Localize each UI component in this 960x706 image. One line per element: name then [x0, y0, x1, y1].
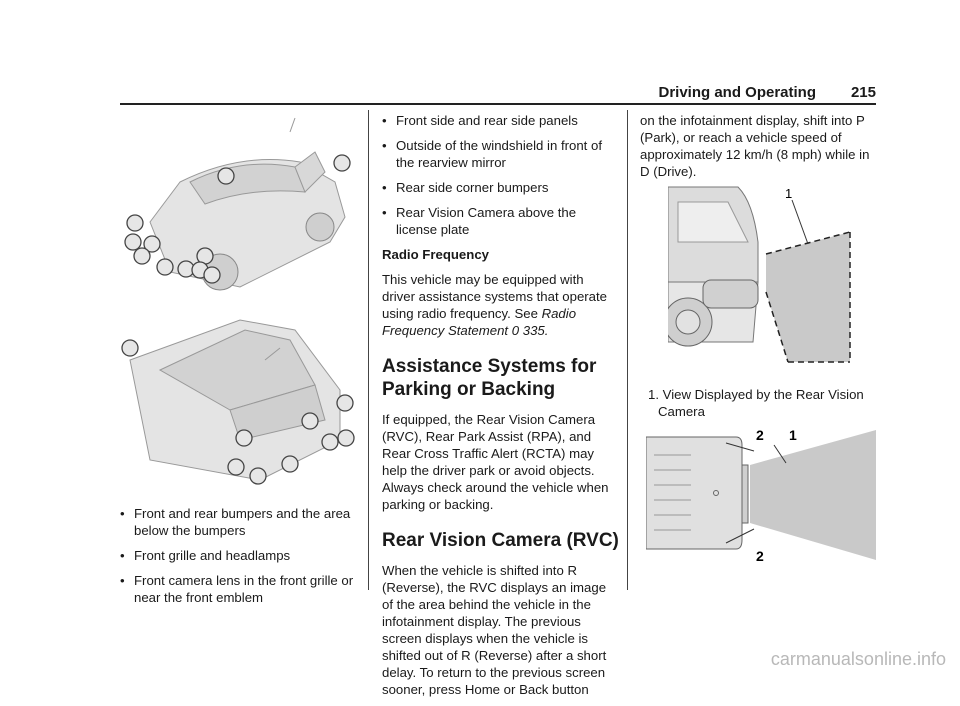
- assistance-paragraph: If equipped, the Rear Vision Camera (RVC…: [382, 412, 609, 512]
- figure-caption: 1. View Displayed by the Rear Vision Cam…: [648, 387, 864, 419]
- sensor-marker: [235, 429, 253, 447]
- column-divider-right: [627, 110, 628, 590]
- vehicle-front-illustration: [124, 117, 351, 291]
- watermark: carmanualsonline.info: [770, 649, 946, 669]
- subheading-radio-frequency: Radio Frequency: [382, 247, 489, 262]
- middle-column-text: •Front side and rear side panels •Outsid…: [382, 112, 620, 706]
- list-item: •Front camera lens in the front grille o…: [120, 573, 354, 605]
- rvc-continued-paragraph: on the infotainment display, shift into …: [640, 113, 870, 179]
- sensor-marker: [301, 412, 319, 430]
- rvc-paragraph: When the vehicle is shifted into R (Reve…: [382, 563, 607, 697]
- sensor-marker: [321, 433, 339, 451]
- sensor-marker: [203, 266, 221, 284]
- sensor-marker: [217, 167, 235, 185]
- list-item: •Outside of the windshield in front of t…: [382, 138, 602, 170]
- list-item: •Rear Vision Camera above the license pl…: [382, 205, 577, 237]
- camera-coverage-top-view-diagram: 2 1 2: [646, 427, 876, 564]
- cross-reference-link[interactable]: Radio Frequency Statement: [382, 306, 577, 338]
- list-item: •Front side and rear side panels: [382, 113, 578, 128]
- left-column-text: •Front and rear bumpers and the area bel…: [120, 505, 360, 614]
- list-item: •Front and rear bumpers and the area bel…: [120, 506, 351, 538]
- rear-camera-view-diagram: 1: [668, 182, 873, 367]
- sensor-marker: [281, 455, 299, 473]
- sensor-marker: [336, 394, 354, 412]
- sensor-marker: [133, 247, 151, 265]
- page-reference: 0 335.: [511, 323, 549, 338]
- radio-frequency-paragraph: This vehicle may be equipped with driver…: [382, 272, 608, 338]
- diagram-label: 1: [785, 186, 792, 201]
- vehicle-rear-illustration: [121, 319, 355, 485]
- heading-rear-vision-camera: Rear Vision Camera (RVC): [382, 530, 619, 551]
- sensor-marker: [121, 339, 139, 357]
- diagram-label: 2: [756, 548, 764, 564]
- sensor-marker: [156, 258, 174, 276]
- sensor-marker: [227, 458, 245, 476]
- page-header: Driving and Operating 215: [120, 84, 876, 102]
- header-rule: [120, 103, 876, 105]
- right-column-text: on the infotainment display, shift into …: [640, 112, 876, 188]
- page-number: 215: [850, 84, 876, 101]
- sensor-marker: [249, 467, 267, 485]
- sensor-marker: [126, 214, 144, 232]
- sensor-marker: [333, 154, 351, 172]
- diagram-label: 1: [789, 427, 797, 443]
- sensor-marker: [143, 235, 161, 253]
- sensor-marker: [337, 429, 355, 447]
- list-item: •Front grille and headlamps: [120, 548, 291, 563]
- list-item: •Rear side corner bumpers: [382, 180, 549, 195]
- diagram-label: 2: [756, 427, 764, 443]
- sensor-marker: [124, 233, 142, 251]
- heading-assistance-systems: Assistance Systems for Parking or Backin…: [382, 356, 597, 400]
- section-title: Driving and Operating: [658, 84, 816, 101]
- column-divider-left: [368, 110, 369, 590]
